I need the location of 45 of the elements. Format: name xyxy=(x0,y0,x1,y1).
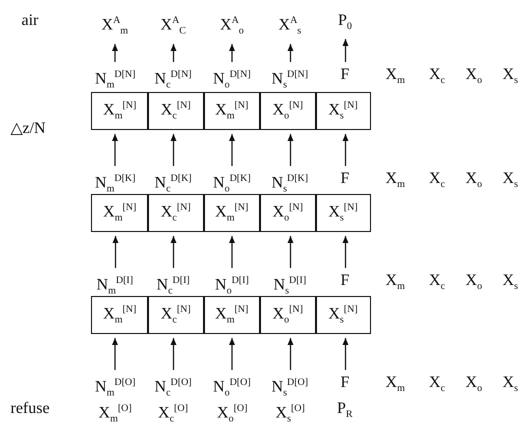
variable-label: X$_{s}$ xyxy=(502,374,518,396)
variable-label: X$_{o}$ xyxy=(466,66,482,88)
arrow xyxy=(342,39,348,62)
arrow xyxy=(342,236,348,268)
variable-label: X$_{s}$ xyxy=(502,66,518,88)
arrow xyxy=(288,338,294,370)
arrow xyxy=(342,134,348,166)
row-label: △z/N xyxy=(10,120,46,138)
variable-label: X$_{s}$ xyxy=(502,170,518,192)
variable-label: X$_{m}$ xyxy=(386,374,405,396)
arrow xyxy=(170,236,176,268)
variable-label: F xyxy=(340,66,350,84)
variable-label: F xyxy=(340,170,350,188)
arrow xyxy=(229,134,235,166)
row-label: air xyxy=(22,12,38,30)
arrow xyxy=(170,44,176,62)
arrow xyxy=(112,338,118,370)
variable-label: X$_{c}$ xyxy=(429,170,446,192)
arrow xyxy=(229,236,235,268)
variable-label: X$_{o}$ xyxy=(466,272,482,294)
arrow xyxy=(170,134,176,166)
variable-label: P$_{0}$ xyxy=(338,12,352,36)
variable-label: X$_{c}$ xyxy=(429,374,446,396)
arrow xyxy=(229,44,235,62)
variable-label: F xyxy=(340,374,350,392)
arrow xyxy=(342,338,348,370)
arrow xyxy=(288,134,294,166)
variable-label: F xyxy=(340,272,350,290)
variable-label: X$_{s}$ xyxy=(502,272,518,294)
variable-label: X$_{m}$ xyxy=(386,66,405,88)
arrow xyxy=(288,44,294,62)
arrow xyxy=(170,338,176,370)
variable-label: X$_{m}$ xyxy=(386,170,405,192)
arrow xyxy=(112,134,118,166)
variable-label: P$_{R}$ xyxy=(337,400,353,422)
arrow xyxy=(112,44,118,62)
arrow xyxy=(288,236,294,268)
variable-label: X$_{c}$ xyxy=(429,66,446,88)
arrow xyxy=(112,236,118,268)
variable-label: X$_{m}$ xyxy=(386,272,405,294)
row-label: refuse xyxy=(10,400,50,418)
variable-label: X$_{o}$ xyxy=(466,374,482,396)
variable-label: X$_{o}$ xyxy=(466,170,482,192)
variable-label: X$_{c}$ xyxy=(429,272,446,294)
arrow xyxy=(229,338,235,370)
